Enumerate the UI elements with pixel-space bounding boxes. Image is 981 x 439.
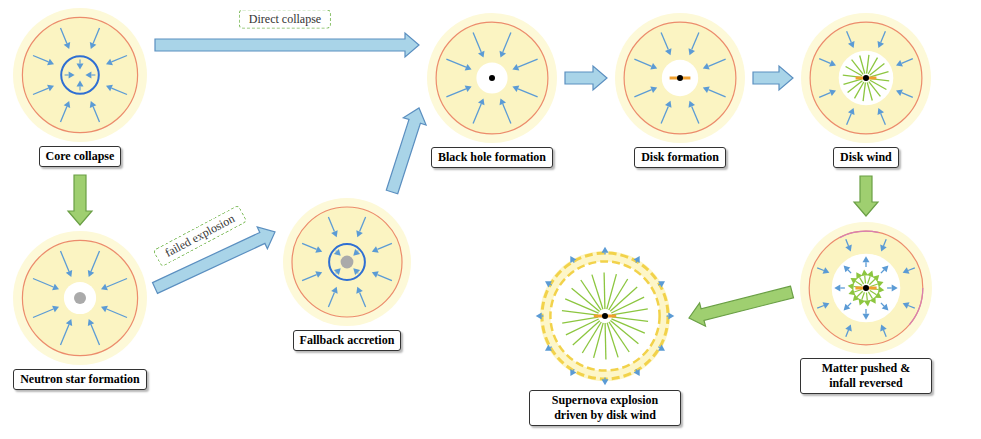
stage-label: Disk wind bbox=[833, 147, 899, 168]
stage-label: Supernova explosion driven by disk wind bbox=[529, 390, 681, 426]
block-arrow bbox=[68, 175, 92, 225]
edge-label: Direct collapse bbox=[239, 10, 331, 29]
block-arrow bbox=[753, 66, 793, 90]
stage-illustration bbox=[801, 13, 931, 143]
stage-label: Disk formation bbox=[634, 147, 726, 168]
stage-label: Matter pushed & infall reversed bbox=[800, 358, 932, 394]
stage-node: Neutron star formation bbox=[13, 231, 147, 392]
stage-node: Matter pushed & infall reversed bbox=[800, 222, 932, 396]
stage-node: Supernova explosion driven by disk wind bbox=[529, 246, 681, 428]
edge-label: failed explosion bbox=[153, 205, 248, 267]
block-arrow bbox=[854, 176, 878, 216]
stage-label: Fallback accretion bbox=[293, 330, 402, 351]
stage-node: Black hole formation bbox=[427, 13, 557, 170]
stage-label: Core collapse bbox=[39, 146, 122, 167]
stage-label: Neutron star formation bbox=[13, 369, 147, 390]
stage-label: Black hole formation bbox=[431, 147, 553, 168]
stage-illustration bbox=[13, 8, 147, 142]
stage-illustration bbox=[283, 198, 411, 326]
stage-node: Disk wind bbox=[801, 13, 931, 170]
stage-illustration bbox=[535, 246, 675, 386]
block-arrow bbox=[386, 108, 426, 194]
stage-node: Fallback accretion bbox=[283, 198, 411, 353]
stage-node: Disk formation bbox=[615, 13, 745, 170]
block-arrow bbox=[565, 66, 607, 90]
block-arrow bbox=[689, 286, 794, 326]
stage-illustration bbox=[13, 231, 147, 365]
stage-illustration bbox=[615, 13, 745, 143]
stage-illustration bbox=[427, 13, 557, 143]
stage-node: Core collapse bbox=[13, 8, 147, 169]
block-arrow bbox=[155, 33, 419, 57]
stage-illustration bbox=[800, 222, 932, 354]
